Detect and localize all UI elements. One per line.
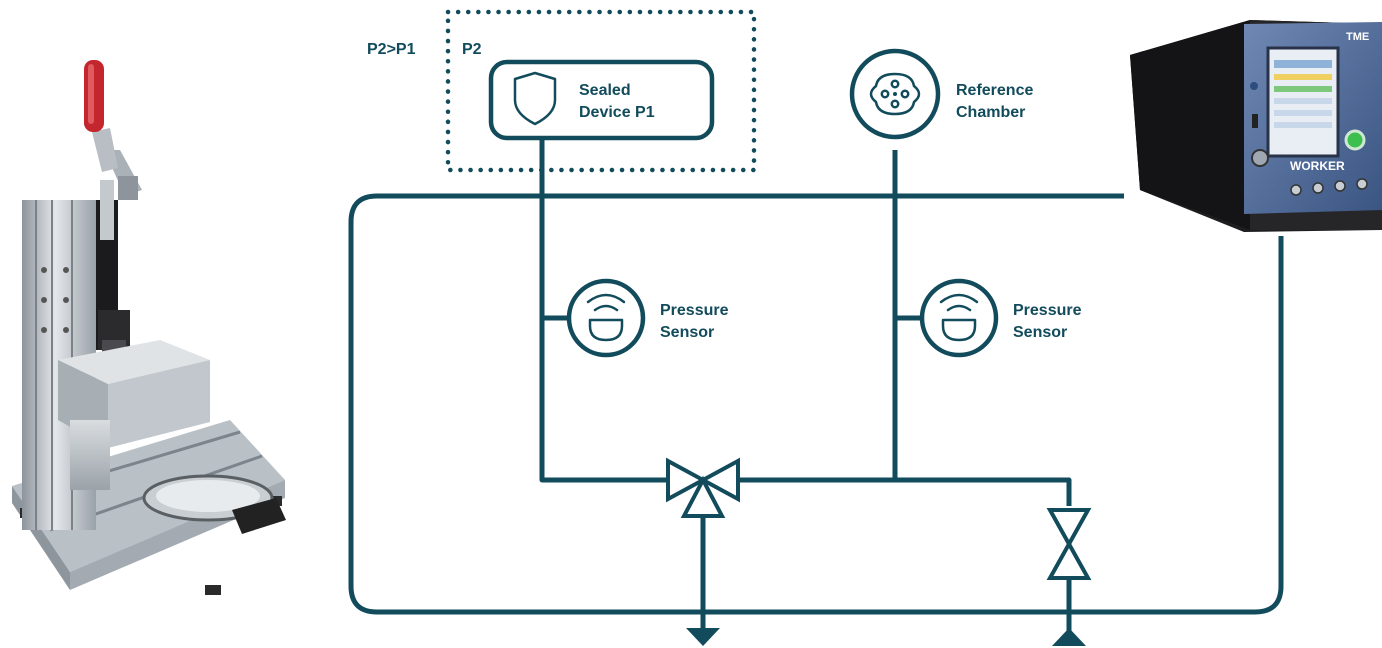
instrument-brand: TME [1346, 31, 1369, 43]
three-way-valve-icon [666, 457, 740, 518]
two-way-valve-icon [1046, 508, 1092, 580]
press-fixture-image [12, 60, 286, 595]
sealed-device-label-line1: Sealed [579, 82, 631, 99]
reference-chamber-label-line2: Chamber [956, 104, 1025, 121]
leak-tester-instrument-image: TME WORKER [1130, 20, 1382, 232]
sealed-device-label-line2: Device P1 [579, 104, 655, 121]
instrument-model: WORKER [1290, 159, 1345, 173]
pressure-sensor-left: Pressure Sensor [566, 278, 729, 358]
pressure-sensor-right-label-line2: Sensor [1013, 324, 1067, 341]
pressure-sensor-left-label-line2: Sensor [660, 324, 714, 341]
pressure-sensor-left-label-line1: Pressure [660, 302, 729, 319]
shield-icon [513, 71, 557, 126]
reference-chamber-label-line1: Reference [956, 82, 1033, 99]
sealed-device-node: Sealed Device P1 [488, 59, 715, 141]
p2-gt-p1-label: P2>P1 [367, 41, 416, 58]
chamber-icon [869, 72, 921, 116]
vent-arrow-icon [686, 628, 720, 646]
supply-arrow-icon [1052, 628, 1086, 646]
reference-chamber-node: Reference Chamber [849, 48, 1033, 140]
p2-enclosure [445, 9, 757, 173]
pressure-sensor-icon [586, 293, 626, 342]
pressure-sensor-right: Pressure Sensor [919, 278, 1082, 358]
pressure-sensor-icon [939, 293, 979, 342]
p2-label: P2 [462, 41, 482, 58]
pneumatic-circuit [348, 138, 1284, 632]
pressure-sensor-right-label-line1: Pressure [1013, 302, 1082, 319]
